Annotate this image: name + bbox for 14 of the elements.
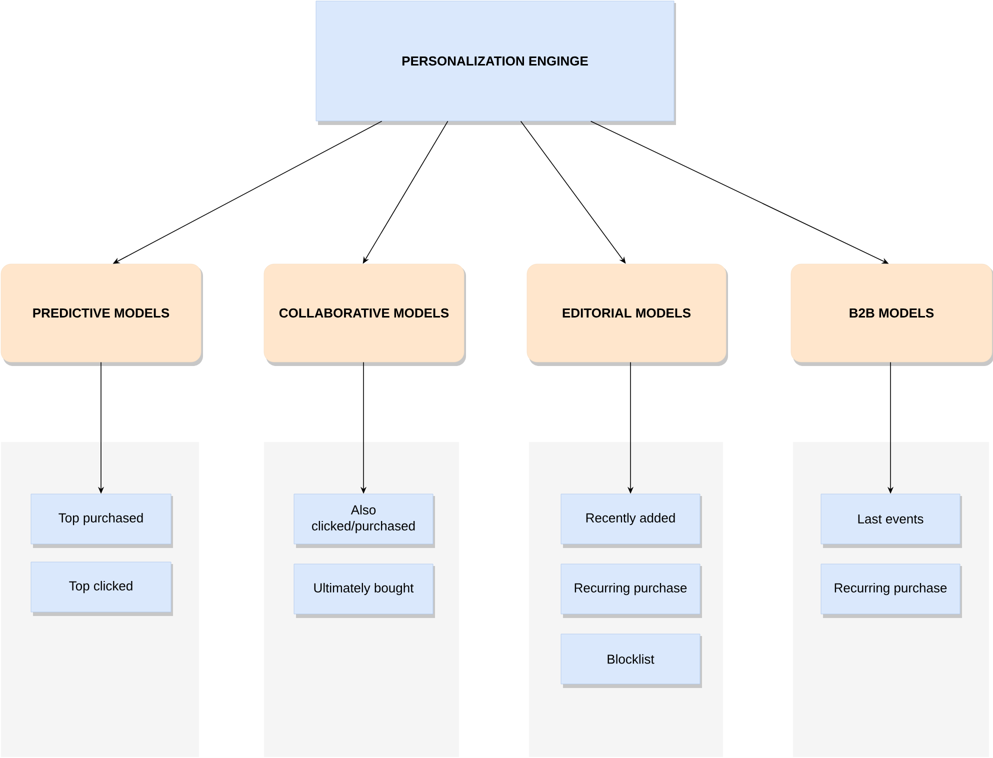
model-box: B2B MODELS <box>790 264 993 366</box>
model-box: COLLABORATIVE MODELS <box>264 264 466 366</box>
engine-box: PERSONALIZATION ENGINGE <box>316 0 676 125</box>
model-box: EDITORIAL MODELS <box>526 264 728 366</box>
model-box: PREDICTIVE MODELS <box>0 264 203 366</box>
item-box: Recently added <box>560 494 702 548</box>
item-box: Top clicked <box>30 562 173 616</box>
item-box: Recurring purchase <box>560 564 702 618</box>
item-box: Last events <box>820 494 962 548</box>
item-box: Top purchased <box>30 494 173 548</box>
item-box: Ultimately bought <box>294 564 435 618</box>
item-box: Blocklist <box>560 634 702 688</box>
item-box: Recurring purchase <box>820 564 962 618</box>
item-box: Also clicked/purchased <box>294 494 435 548</box>
